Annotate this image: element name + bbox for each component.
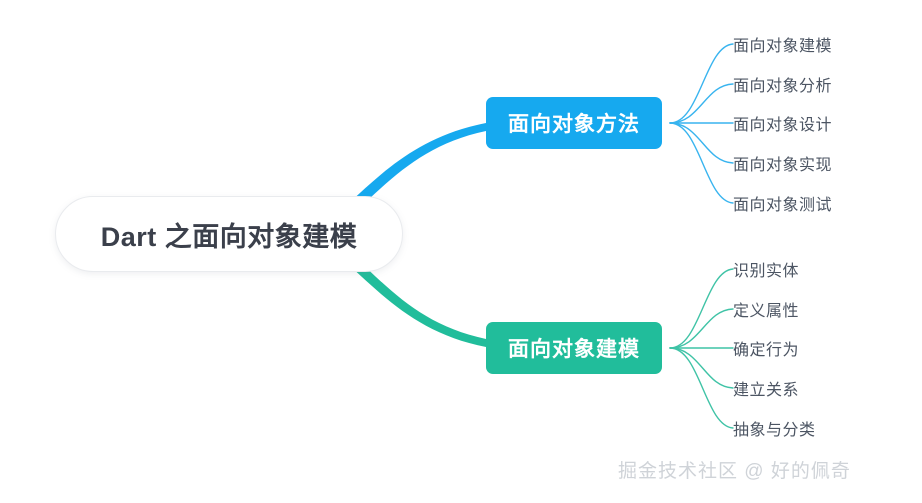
leaf-blue-5[interactable]: 面向对象测试	[733, 197, 833, 214]
leaf-green-2[interactable]: 定义属性	[733, 303, 800, 320]
leaf-blue-1[interactable]: 面向对象建模	[733, 38, 833, 55]
branch-node-green[interactable]: 面向对象建模	[486, 322, 662, 374]
branch-node-green-label: 面向对象建模	[508, 338, 640, 361]
leaf-green-4[interactable]: 建立关系	[733, 382, 800, 399]
blue-leaf-connectors	[669, 43, 734, 204]
watermark-text: 掘金技术社区 @ 好的佩奇	[618, 461, 851, 482]
branch-node-blue[interactable]: 面向对象方法	[486, 97, 662, 149]
leaf-green-3[interactable]: 确定行为	[733, 342, 800, 359]
green-leaf-connectors	[669, 268, 734, 429]
leaf-blue-4[interactable]: 面向对象实现	[733, 157, 833, 174]
leaf-blue-3[interactable]: 面向对象设计	[733, 117, 833, 134]
leaf-blue-2[interactable]: 面向对象分析	[733, 78, 833, 95]
branch-node-blue-label: 面向对象方法	[508, 113, 640, 136]
root-node[interactable]: Dart 之面向对象建模	[55, 196, 403, 272]
root-node-label: Dart 之面向对象建模	[100, 221, 358, 252]
leaf-green-1[interactable]: 识别实体	[733, 263, 800, 280]
leaf-green-5[interactable]: 抽象与分类	[733, 422, 816, 439]
